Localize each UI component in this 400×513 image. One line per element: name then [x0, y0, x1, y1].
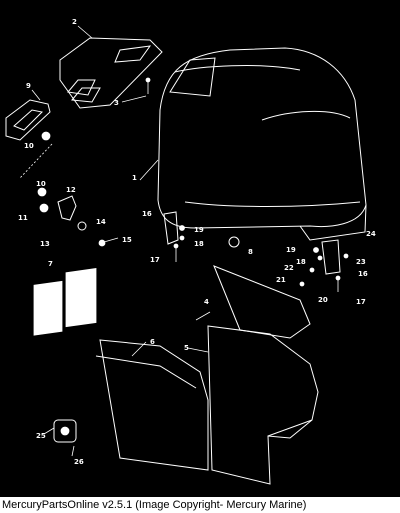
- callout-21: 21: [276, 276, 286, 284]
- callout-6: 6: [150, 338, 155, 346]
- right-bracket-assembly: [299, 239, 349, 292]
- grommet-part: [228, 236, 240, 248]
- callout-8: 8: [248, 248, 253, 256]
- handle-part: [5, 99, 51, 141]
- callout-11: 11: [18, 214, 28, 222]
- callout-16a: 16: [142, 210, 152, 218]
- right-side-panel: [207, 325, 319, 485]
- callout-18a: 18: [194, 240, 204, 248]
- deflector-part: [213, 265, 311, 339]
- callout-17a: 17: [150, 256, 160, 264]
- pad-part-7: [33, 268, 97, 336]
- callout-15: 15: [122, 236, 132, 244]
- fitting-part: [53, 419, 77, 443]
- screw-part-3: [145, 77, 151, 94]
- left-side-panel: [95, 339, 209, 471]
- callout-19a: 19: [194, 226, 204, 234]
- callout-26: 26: [74, 458, 84, 466]
- parts-diagram: 1 2 3 4 5 6 7 8 9 10 10 11 12 13 14 15 1…: [0, 0, 400, 497]
- callout-5: 5: [184, 344, 189, 352]
- image-caption: MercuryPartsOnline v2.5.1 (Image Copyrig…: [2, 499, 307, 511]
- callout-23: 23: [356, 258, 366, 266]
- callout-17b: 17: [356, 298, 366, 306]
- exploded-view-svg: 1 2 3 4 5 6 7 8 9 10 10 11 12 13 14 15 1…: [5, 18, 376, 485]
- left-bracket-assembly: [163, 211, 185, 262]
- callout-25: 25: [36, 432, 46, 440]
- callout-14: 14: [96, 218, 106, 226]
- callout-4: 4: [204, 298, 209, 306]
- leader-lines: [31, 25, 211, 457]
- callout-12: 12: [66, 186, 76, 194]
- callout-7: 7: [48, 260, 53, 268]
- callout-9: 9: [26, 82, 31, 90]
- callout-20: 20: [318, 296, 328, 304]
- callout-18b: 18: [296, 258, 306, 266]
- callout-24: 24: [366, 230, 376, 238]
- callout-13: 13: [40, 240, 50, 248]
- callout-2: 2: [72, 18, 77, 26]
- top-cowl-part: [157, 47, 367, 241]
- vent-cover-part: [59, 37, 163, 109]
- callout-10a: 10: [24, 142, 34, 150]
- bolt-part-15: [98, 237, 119, 247]
- callout-3: 3: [114, 99, 119, 107]
- callout-22: 22: [284, 264, 294, 272]
- callout-1: 1: [132, 174, 137, 182]
- callout-19b: 19: [286, 246, 296, 254]
- callout-10b: 10: [36, 180, 46, 188]
- callout-16b: 16: [358, 270, 368, 278]
- latch-assembly: [19, 131, 87, 231]
